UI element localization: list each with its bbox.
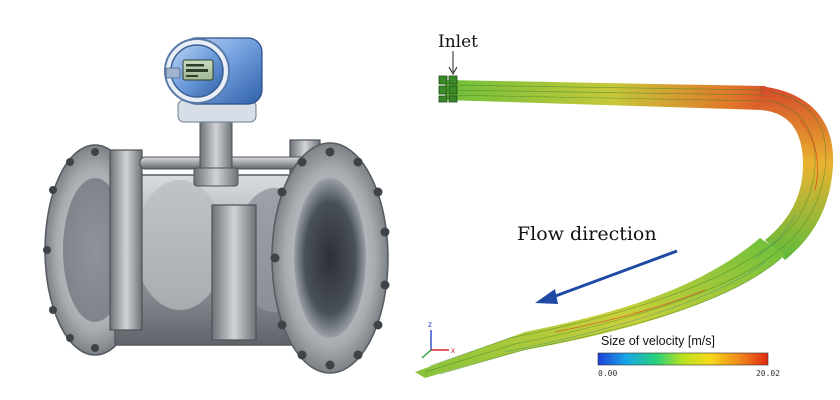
- axis-triad: z x: [421, 320, 455, 359]
- left-transducer-block: [109, 149, 143, 331]
- axis-x-label: x: [451, 346, 455, 355]
- meter-neck: [199, 114, 233, 176]
- inlet-nodes: [438, 75, 458, 103]
- flow-arrow-head: [535, 289, 558, 304]
- right-flange-bolt-holes: [270, 147, 390, 370]
- colorbar-min-label: 0.00: [598, 369, 617, 378]
- inlet-label: Inlet: [438, 32, 478, 52]
- colorbar-max-label: 20.02: [756, 369, 780, 378]
- transmitter-head: [164, 37, 263, 123]
- flow-direction-arrow: [549, 249, 678, 300]
- cfd-streamline-render: Inlet Flow direction z x Size of velocit…: [415, 32, 834, 378]
- velocity-colorbar: [597, 352, 769, 366]
- pipe-bore: [294, 178, 366, 338]
- streamline-bundle: [415, 80, 834, 378]
- cfd-streamline-panel: Inlet Flow direction z x Size of velocit…: [405, 0, 840, 400]
- center-transducer-block: [211, 204, 257, 341]
- flow-direction-label: Flow direction: [517, 223, 657, 245]
- colorbar-title: Size of velocity [m/s]: [601, 334, 715, 348]
- axis-z-label: z: [428, 320, 432, 329]
- flow-meter-photo: [0, 0, 400, 400]
- flow-meter-illustration: [43, 37, 390, 374]
